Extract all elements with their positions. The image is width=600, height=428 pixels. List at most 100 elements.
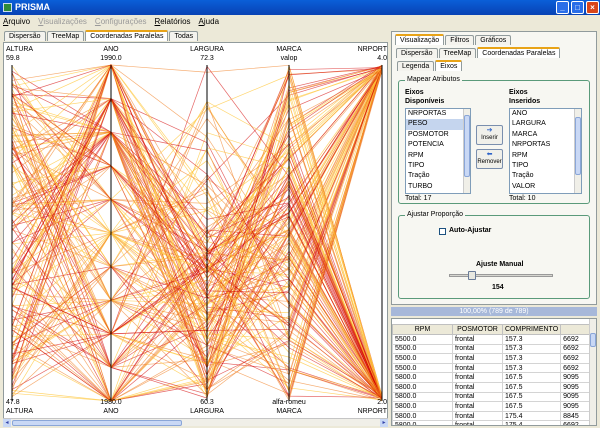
axis-label-2-2: 60.3 [200, 399, 214, 406]
menu-item-3[interactable]: Relatórios [154, 17, 191, 26]
axis-label-2-0: LARGURA [190, 46, 224, 53]
table-cell: 6692 [560, 362, 593, 374]
tab-right-sub-1[interactable]: TreeMap [438, 48, 477, 58]
available-axis-item-0[interactable]: NRPORTAS [408, 110, 447, 117]
available-scroll-thumb[interactable] [464, 115, 470, 177]
tab-left-2[interactable]: Coordenadas Paralelas [85, 30, 169, 41]
tab-right-0[interactable]: Visualização [395, 34, 445, 45]
inserted-scroll-thumb[interactable] [575, 117, 581, 175]
axis-label-2-3: LARGURA [190, 408, 224, 415]
auto-adjust-label: Auto-Ajustar [449, 227, 492, 234]
remove-axis-button[interactable]: ⬅ Remover [476, 149, 503, 169]
inserted-axis-item-2[interactable]: MARCA [512, 130, 538, 138]
manual-adjust-slider-track[interactable] [449, 274, 553, 277]
table-header-1[interactable]: POSMOTOR [452, 324, 503, 335]
axis-label-4-1: 4.0 [377, 55, 387, 62]
filter-status-bar: 100,00% (789 de 789) [391, 307, 597, 316]
table-cell: 157.3 [501, 343, 562, 355]
available-axis-item-7[interactable]: TURBO [408, 182, 433, 190]
menu-item-4[interactable]: Ajuda [198, 17, 220, 26]
table-header-2[interactable]: COMPRIMENTO [501, 324, 562, 335]
tab-right-subsub-1[interactable]: Eixos [435, 60, 463, 71]
table-cell: 157.3 [501, 362, 562, 374]
table-header-3[interactable] [560, 324, 593, 335]
inserted-axis-item-4[interactable]: RPM [512, 151, 528, 159]
close-button[interactable]: × [586, 1, 599, 14]
available-list-scrollbar[interactable] [463, 109, 470, 193]
table-cell: 5500.0 [392, 334, 453, 345]
table-cell: 6692 [560, 420, 593, 425]
plot-horizontal-scrollbar[interactable]: ◂ ▸ [3, 418, 388, 427]
scroll-thumb[interactable] [12, 420, 182, 426]
inserted-axis-item-7[interactable]: VALOR [512, 182, 536, 190]
available-axis-item-3[interactable]: POTENCIA [408, 141, 444, 149]
tab-left-1[interactable]: TreeMap [46, 31, 85, 41]
table-header-0[interactable]: RPM [392, 324, 453, 335]
tab-right-subsub-0[interactable]: Legenda [397, 61, 435, 71]
inserted-axis-item-1[interactable]: LARGURA [512, 120, 546, 128]
axis-label-3-1: valop [280, 55, 298, 62]
menu-item-0[interactable]: Arquivo [3, 17, 31, 26]
axis-label-0-2: 47.8 [6, 399, 20, 406]
available-axis-item-6[interactable]: Tração [408, 172, 430, 180]
tab-right-sub-2[interactable]: Coordenadas Paralelas [477, 47, 561, 58]
scroll-left-icon[interactable]: ◂ [3, 419, 11, 427]
inserted-axis-item-5[interactable]: TIPO [512, 161, 529, 169]
maximize-button[interactable]: □ [571, 1, 584, 14]
menu-item-2: Configurações [94, 17, 147, 26]
app-icon [3, 3, 12, 12]
map-attributes-title: Mapear Atributos [405, 76, 462, 83]
table-cell: 5500.0 [392, 343, 453, 355]
tab-left-3[interactable]: Todas [169, 31, 199, 41]
table-cell: 167.5 [501, 381, 562, 393]
minimize-button[interactable]: _ [556, 1, 569, 14]
table-cell: frontal [452, 353, 503, 364]
available-axis-item-2[interactable]: POSMOTOR [408, 130, 449, 138]
scroll-right-icon[interactable]: ▸ [380, 419, 388, 427]
table-cell: 5500.0 [392, 362, 453, 374]
table-vertical-scrollbar[interactable] [589, 319, 596, 425]
table-scroll-thumb[interactable] [590, 333, 596, 347]
axis-label-3-0: MARCA [276, 46, 302, 53]
available-axis-item-4[interactable]: RPM [408, 151, 424, 159]
inserted-axis-item-6[interactable]: Tração [512, 172, 534, 180]
table-cell: frontal [452, 343, 503, 355]
manual-adjust-slider-thumb[interactable] [467, 271, 476, 280]
available-axis-item-5[interactable]: TIPO [408, 161, 425, 169]
axis-label-3-2: alfa-romeu [272, 399, 306, 406]
title-bar: PRISMA _ □ × [0, 0, 600, 15]
tab-right-1[interactable]: Filtros [445, 35, 475, 45]
auto-adjust-checkbox[interactable] [439, 228, 446, 235]
inserted-axis-item-3[interactable]: NRPORTAS [512, 141, 551, 149]
tab-left-0[interactable]: Dispersão [4, 31, 46, 41]
tab-right-2[interactable]: Gráficos [475, 35, 512, 45]
axis-label-4-3: NRPORT [357, 408, 387, 415]
axis-label-1-1: 1990.0 [100, 55, 122, 62]
available-axis-item-1[interactable]: PESO [406, 119, 470, 130]
inserted-axis-item-0[interactable]: ANO [512, 110, 528, 117]
parallel-coordinates-canvas[interactable] [4, 43, 389, 426]
inserted-list-scrollbar[interactable] [574, 109, 581, 193]
table-cell: frontal [452, 410, 503, 422]
manual-adjust-value: 154 [492, 284, 504, 291]
table-cell: 9095 [560, 391, 593, 403]
table-cell: 9095 [560, 372, 593, 383]
insert-axis-button[interactable]: ➔ Inserir [476, 125, 503, 145]
tab-right-sub-0[interactable]: Dispersão [396, 48, 438, 58]
axis-label-1-0: ANO [103, 46, 119, 53]
